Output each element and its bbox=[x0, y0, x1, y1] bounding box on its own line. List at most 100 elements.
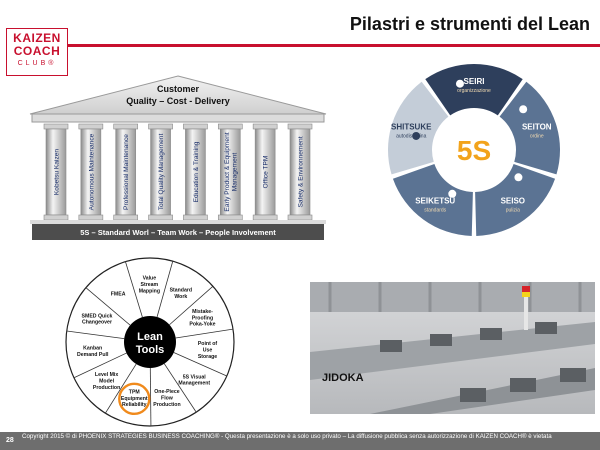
lean-tool-label-line: Flow bbox=[161, 395, 174, 401]
lean-tool-label-line: Equipment bbox=[121, 396, 148, 402]
lean-tool-label-line: Management bbox=[178, 381, 210, 387]
lean-wheel-spoke bbox=[149, 367, 152, 426]
pillar-label-line: Safety & Environnement bbox=[297, 136, 304, 207]
lean-tool-label-line: Standard bbox=[170, 288, 192, 294]
pillar-capital bbox=[217, 123, 243, 130]
person-icon bbox=[412, 131, 421, 140]
person-icon bbox=[519, 105, 528, 114]
lean-wheel-spoke bbox=[169, 285, 214, 326]
pillar-capital bbox=[252, 123, 278, 130]
pillar-base bbox=[113, 214, 139, 221]
pillar-label-line: Professional Maintenance bbox=[123, 134, 130, 210]
lean-tool-label-line: SMED Quick bbox=[82, 313, 113, 319]
five-s-title: SEIKETSU bbox=[415, 196, 455, 205]
lean-tool-label-line: Model bbox=[99, 378, 115, 384]
jidoka-label: JIDOKA bbox=[322, 372, 364, 384]
temple-base-text: 5S – Standard Worl – Team Work – People … bbox=[80, 228, 276, 237]
lean-tool-label-line: Changeover bbox=[82, 320, 112, 326]
roof-text-customer: Customer bbox=[157, 84, 200, 94]
lean-tool-label-line: One-Piece bbox=[154, 389, 179, 395]
five-s-subtitle: standards bbox=[424, 207, 446, 213]
tpm-highlight-circle bbox=[118, 382, 151, 416]
jidoka-photo bbox=[310, 282, 595, 414]
lean-wheel-spoke bbox=[173, 352, 227, 377]
lean-tool-label-line: Point of bbox=[198, 341, 218, 347]
pillar-capital bbox=[43, 123, 69, 130]
five-s-title: SEITON bbox=[522, 123, 552, 132]
person-icon bbox=[514, 173, 523, 182]
lean-wheel-spoke bbox=[156, 261, 174, 318]
five-s-segment bbox=[475, 164, 556, 236]
footer-bar: 28 Copyright 2015 © di PHOENIX STRATEGIE… bbox=[0, 432, 600, 450]
five-s-hub bbox=[436, 112, 512, 188]
person-icon bbox=[455, 79, 464, 88]
lean-wheel-spoke bbox=[66, 330, 125, 339]
pillar-label: Office TPM bbox=[263, 156, 270, 189]
temple-roof bbox=[29, 75, 327, 115]
tpm-temple-diagram: Customer Quality – Cost - Delivery Kobet… bbox=[29, 75, 327, 240]
pillar-capital bbox=[78, 123, 104, 130]
pillar-label-line: Office TPM bbox=[263, 156, 270, 189]
lean-tool-label-line: Reliability bbox=[122, 402, 147, 408]
pillar-label-line: Early Product & Equipment bbox=[224, 132, 231, 211]
lean-tool-label-line: Mapping bbox=[139, 288, 160, 294]
lean-tool-label-line: TPM bbox=[129, 389, 140, 395]
pillar-capital bbox=[287, 123, 313, 130]
lean-tool-label-line: 5S Visual bbox=[183, 374, 207, 380]
roof-text-qcd: Quality – Cost - Delivery bbox=[126, 96, 230, 106]
lean-tool-label-line: Stream bbox=[141, 282, 159, 288]
pillar-capital bbox=[183, 123, 208, 130]
lean-tool-label-line: Value bbox=[143, 276, 157, 282]
lean-center-line2: Tools bbox=[136, 344, 165, 356]
five-s-title: SEIRI bbox=[464, 77, 485, 86]
pillar-base bbox=[148, 214, 173, 221]
five-s-subtitle: pulizia bbox=[506, 207, 520, 213]
logo-text-coach: COACH bbox=[13, 44, 61, 58]
pillar-capital bbox=[148, 123, 173, 130]
temple-base-step bbox=[30, 220, 326, 224]
pillar-label-line: Autonomous Maintenance bbox=[88, 133, 95, 210]
pillar-label: Early Product & EquipmentManagement bbox=[224, 132, 239, 211]
kaizen-coach-logo: KAIZEN COACH CLUB® bbox=[6, 28, 68, 76]
five-s-subtitle: organizzazione bbox=[457, 88, 491, 94]
lean-wheel-spoke bbox=[125, 261, 143, 318]
page-title: Pilastri e strumenti del Lean bbox=[349, 14, 590, 34]
pillar-capital bbox=[113, 123, 139, 130]
person-icon bbox=[448, 189, 457, 198]
five-s-segment bbox=[388, 81, 449, 175]
five-s-subtitle: ordine bbox=[530, 134, 544, 140]
five-s-segment bbox=[392, 164, 473, 236]
pillar-label-line: Education & Training bbox=[193, 141, 200, 202]
lean-tool-label-line: Work bbox=[174, 294, 187, 300]
pillar-label: Education & Training bbox=[193, 141, 200, 202]
lean-center-line1: Lean bbox=[137, 331, 163, 343]
lean-tool-label-line: Level Mix bbox=[95, 372, 118, 378]
logo-text-club: CLUB® bbox=[17, 60, 57, 67]
temple-base bbox=[32, 224, 324, 240]
lean-tool-label-line: Storage bbox=[198, 354, 217, 360]
pillar-label-line: Total Quality Management bbox=[158, 134, 165, 211]
pillar-label: Total Quality Management bbox=[158, 134, 165, 211]
lean-tool-label-line: Demand Pull bbox=[77, 352, 109, 358]
pillar-label: Safety & Environnement bbox=[297, 136, 304, 207]
temple-architrave bbox=[31, 113, 325, 123]
pillar-label: Kobetsu Kaizen bbox=[53, 149, 60, 196]
lean-tool-label-line: Proofing bbox=[192, 315, 213, 321]
page-number: 28 bbox=[6, 437, 14, 444]
lean-tool-label-line: Use bbox=[203, 348, 213, 354]
lean-tool-label-line: Kanban bbox=[83, 346, 102, 352]
five-s-title: SEISO bbox=[501, 196, 525, 205]
five-s-segment bbox=[499, 81, 560, 175]
lean-wheel-spoke bbox=[73, 352, 127, 379]
lean-tool-label-line: FMEA bbox=[111, 292, 126, 298]
